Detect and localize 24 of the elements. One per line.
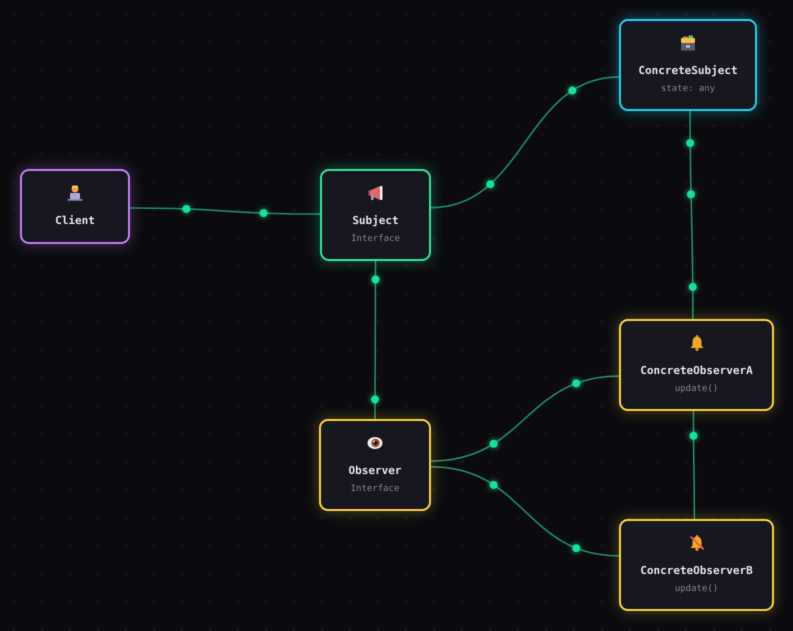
- connector: [430, 466, 620, 557]
- class-subtitle: state: any: [660, 83, 716, 95]
- class-card: [20, 169, 130, 244]
- class-card: [619, 19, 757, 111]
- class-name: ConcreteObserverA: [640, 364, 753, 378]
- connector: [430, 76, 620, 208]
- class-card: [619, 319, 774, 411]
- class-name: Subject: [352, 214, 399, 228]
- class-subtitle: update(): [674, 383, 718, 395]
- class-name: Observer: [348, 464, 402, 478]
- class-name: Client: [55, 214, 95, 228]
- class-card: [320, 169, 431, 261]
- class-name: ConcreteSubject: [638, 64, 738, 78]
- class-name: ConcreteObserverB: [640, 564, 753, 578]
- connector: [130, 207, 320, 215]
- connector: [430, 375, 620, 462]
- connector: [689, 111, 694, 319]
- connector: [374, 261, 376, 419]
- class-subtitle: Interface: [351, 233, 400, 245]
- class-card: [619, 519, 774, 611]
- class-subtitle: update(): [674, 583, 718, 595]
- class-card: [319, 419, 431, 511]
- class-subtitle: Interface: [350, 483, 400, 495]
- connector: [692, 411, 696, 519]
